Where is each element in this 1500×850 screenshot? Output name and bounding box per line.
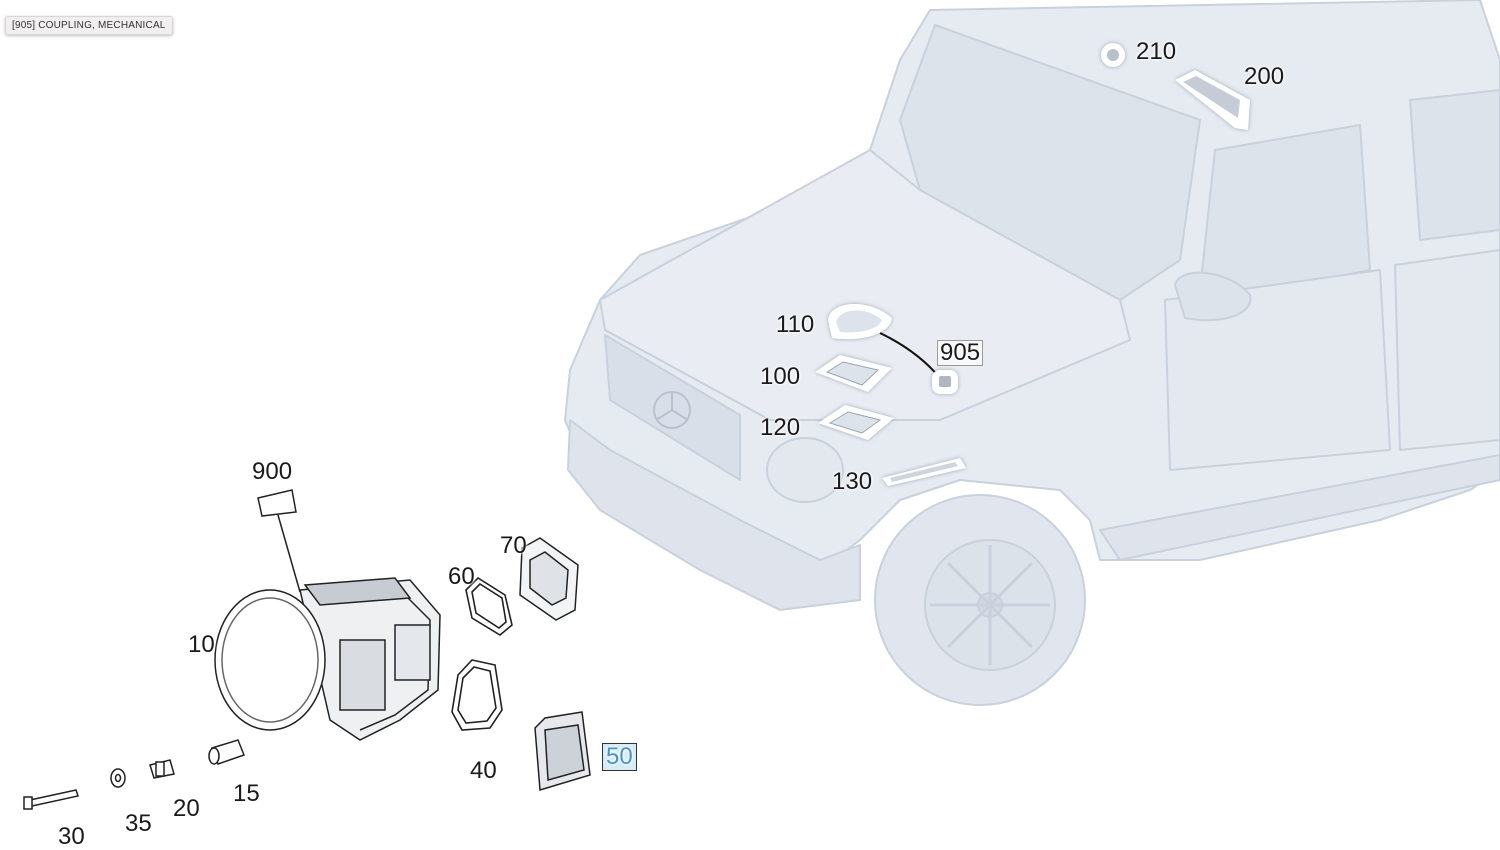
callout-70[interactable]: 70 — [500, 532, 527, 559]
callout-905[interactable]: 905 — [937, 340, 984, 366]
callout-50[interactable]: 50 — [602, 743, 637, 771]
part-210-shape[interactable] — [1101, 43, 1125, 67]
part-905-shape[interactable] — [932, 370, 958, 394]
part-35-washer[interactable] — [110, 768, 126, 788]
part-10-headlamp[interactable] — [214, 577, 441, 741]
callout-100[interactable]: 100 — [760, 363, 801, 390]
part-50-control-unit[interactable] — [534, 711, 591, 791]
callout-130[interactable]: 130 — [832, 468, 873, 495]
wheel-spokes — [930, 545, 1050, 665]
part-40-gasket[interactable] — [451, 659, 503, 731]
callout-35[interactable]: 35 — [125, 810, 152, 837]
part-70-module[interactable] — [519, 537, 579, 621]
callout-120[interactable]: 120 — [760, 414, 801, 441]
part-110-shape[interactable] — [828, 303, 892, 340]
part-900-shape[interactable] — [257, 489, 301, 593]
vehicle-illustration — [564, 0, 1500, 706]
callout-15[interactable]: 15 — [233, 780, 260, 807]
part-15-sleeve[interactable] — [208, 739, 245, 765]
part-60-gasket[interactable] — [465, 576, 513, 636]
part-130-shape[interactable] — [882, 458, 966, 486]
mercedes-star-icon — [653, 391, 691, 429]
callout-20[interactable]: 20 — [173, 795, 200, 822]
part-20-fastener[interactable] — [149, 759, 175, 779]
callout-30[interactable]: 30 — [58, 823, 85, 850]
part-30-bolt[interactable] — [23, 789, 79, 810]
part-120-shape[interactable] — [818, 405, 894, 440]
callout-40[interactable]: 40 — [470, 757, 497, 784]
callout-900[interactable]: 900 — [252, 458, 293, 485]
callout-210[interactable]: 210 — [1136, 38, 1177, 65]
part-tooltip: [905] COUPLING, MECHANICAL — [5, 16, 173, 35]
callout-200[interactable]: 200 — [1244, 63, 1285, 90]
callout-10[interactable]: 10 — [188, 631, 215, 658]
callout-110[interactable]: 110 — [776, 311, 815, 338]
part-100-shape[interactable] — [815, 355, 892, 392]
part-200-shape[interactable] — [1175, 70, 1250, 130]
callout-60[interactable]: 60 — [448, 563, 475, 590]
